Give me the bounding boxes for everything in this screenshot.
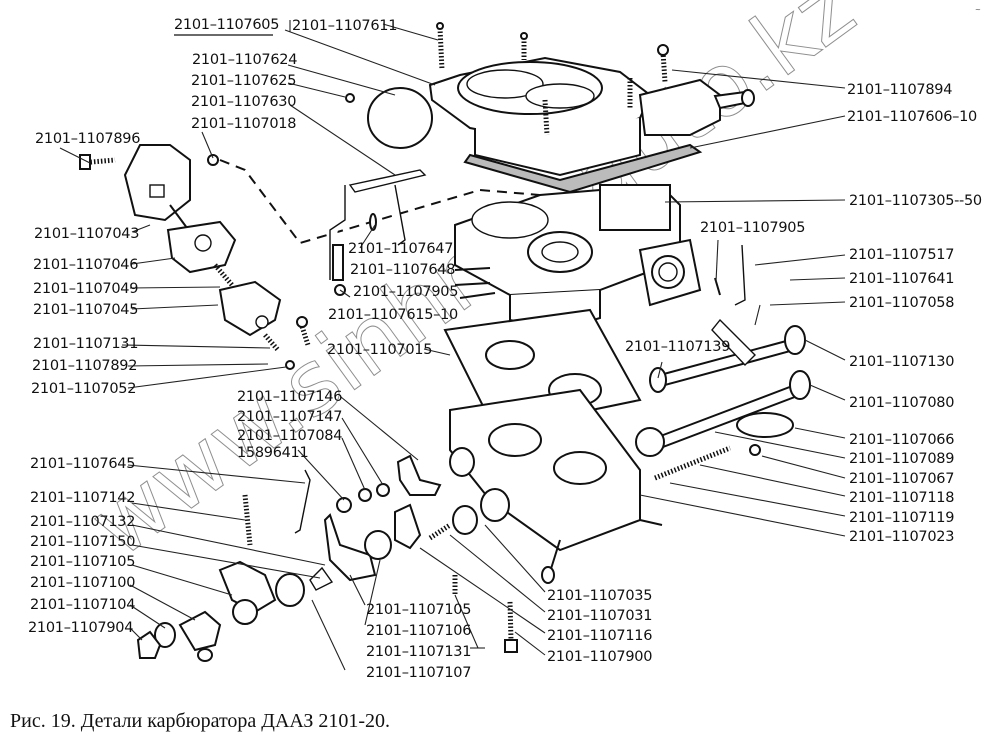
part-label: 2101–1107131 [366, 644, 471, 660]
part-label: 2101–1107606–10 [847, 109, 977, 125]
part-label: 2101–1107645 [30, 456, 135, 472]
part-label: 2101–1107052 [31, 381, 136, 397]
figure-caption: Рис. 19. Детали карбюратора ДААЗ 2101-20… [10, 710, 390, 732]
part-label: 2101–1107147 [237, 409, 342, 425]
part-label: 2101–1107647 [348, 241, 453, 257]
part-label: 2101–1107105 [30, 554, 135, 570]
diaphragm-assembly [79, 144, 311, 370]
labels-center: 2101–1107647 2101–1107648 2101–1107905 2… [237, 220, 805, 461]
part-label: 2101–1107517 [849, 247, 954, 263]
part-label: 2101–1107049 [33, 281, 138, 297]
part-label: 2101–1107611 [292, 18, 397, 34]
part-label: 2101–1107150 [30, 534, 135, 550]
part-label: 2101–1107905 [353, 284, 458, 300]
throttle-body [449, 388, 663, 584]
part-label: 2101–1107904 [28, 620, 133, 636]
carburetor-top-cover [428, 22, 755, 177]
part-label: 2101–1107615–10 [328, 307, 458, 323]
labels-right: 2101–1107894 2101–1107606–10 2101–110730… [847, 82, 982, 545]
part-label: 2101–1107142 [30, 490, 135, 506]
labels-left: 2101–1107896 2101–1107043 2101–1107046 2… [28, 131, 141, 636]
part-label: 2101–1107104 [30, 597, 135, 613]
parts-drawing [79, 22, 811, 662]
part-label: 2101–1107107 [366, 665, 471, 681]
corner-mark: ~ [975, 6, 981, 14]
part-label: 2101–1107900 [547, 649, 652, 665]
part-label: 2101–1107625 [191, 73, 296, 89]
part-label: 2101–1107045 [33, 302, 138, 318]
part-label: 2101–1107015 [327, 342, 432, 358]
part-label: 2101–1107896 [35, 131, 140, 147]
part-label: 2101–1107132 [30, 514, 135, 530]
choke-parts [714, 244, 746, 306]
cover-disc [367, 87, 433, 149]
leader-lines [59, 20, 846, 671]
labels-bottom: 2101–1107105 2101–1107106 2101–1107131 2… [366, 588, 653, 681]
throttle-shafts [635, 318, 811, 481]
part-label: 2101–1107130 [849, 354, 954, 370]
cover-gasket [463, 143, 703, 194]
part-label: 2101–1107630 [191, 94, 296, 110]
part-label: 15896411 [237, 445, 308, 461]
part-label: 2101–1107067 [849, 471, 954, 487]
part-label: 2101–1107084 [237, 428, 342, 444]
choke-link-rod [329, 169, 427, 296]
part-label: 2101–1107031 [547, 608, 652, 624]
part-label: 2101–1107119 [849, 510, 954, 526]
part-label: 2101–1107892 [32, 358, 137, 374]
part-label: 2101–1107046 [33, 257, 138, 273]
part-label: 2101–1107105 [366, 602, 471, 618]
part-label: 2101–1107118 [849, 490, 954, 506]
part-label: 2101–1107894 [847, 82, 952, 98]
part-label: 2101–1107100 [30, 575, 135, 591]
part-label: 2101–1107080 [849, 395, 954, 411]
part-label: 2101–1107648 [350, 262, 455, 278]
part-label: 2101–1107139 [625, 339, 730, 355]
part-label: 2101–1107605 [174, 17, 279, 33]
carburetor-body [454, 183, 702, 332]
part-label: 2101–1107066 [849, 432, 954, 448]
part-label: 2101–1107641 [849, 271, 954, 287]
part-label: 2101–1107146 [237, 389, 342, 405]
labels-top: 2101–1107605 2101–1107611 2101–1107624 2… [174, 17, 397, 132]
part-label: 2101–1107905 [700, 220, 805, 236]
part-label: 2101–1107018 [191, 116, 296, 132]
lever-assembly [136, 454, 518, 662]
part-label: 2101–1107116 [547, 628, 652, 644]
part-label: 2101–1107023 [849, 529, 954, 545]
part-label: 2101–1107043 [34, 226, 139, 242]
part-label: 2101–1107624 [192, 52, 297, 68]
part-label: 2101–1107106 [366, 623, 471, 639]
part-label: 2101–1107058 [849, 295, 954, 311]
part-label: 2101–1107089 [849, 451, 954, 467]
part-label: 2101–1107305--50 [849, 193, 982, 209]
part-label: 2101–1107035 [547, 588, 652, 604]
part-label: 2101–1107131 [33, 336, 138, 352]
